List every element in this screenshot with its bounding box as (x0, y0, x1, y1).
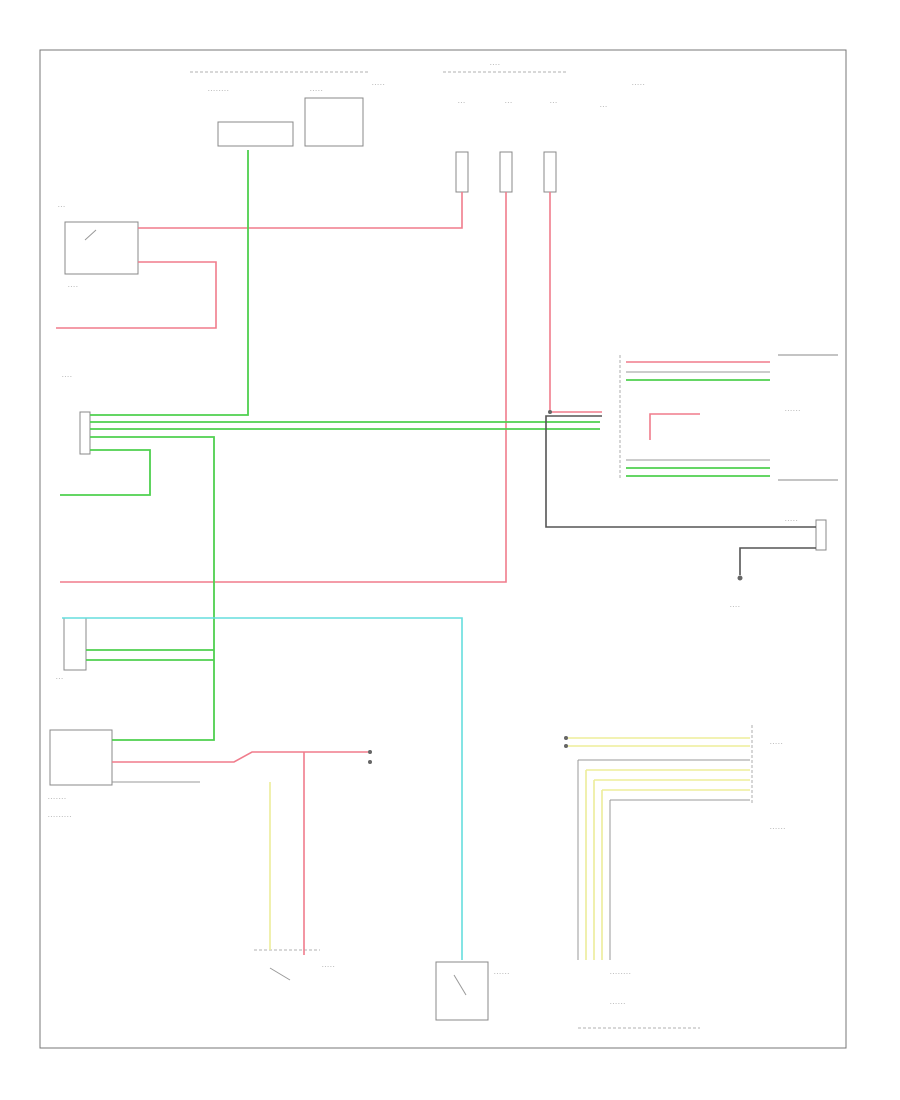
svg-text:- - - -: - - - - (68, 284, 78, 289)
yellow-wire-bundle-3 (593, 779, 750, 960)
green-wire-loop (60, 449, 151, 496)
svg-text:- - -: - - - (550, 100, 557, 105)
top-module-box (217, 121, 294, 147)
red-wire-right (549, 192, 602, 413)
right-lower-connector (815, 519, 827, 551)
yellow-wire-bundle-2 (585, 769, 750, 960)
junction-dot (548, 410, 552, 414)
lower-left-connector (63, 617, 87, 671)
fuse-connector-3 (543, 151, 557, 193)
junction-dot (368, 760, 372, 764)
svg-text:- - - - - -: - - - - - - (610, 1001, 626, 1006)
yellow-wire-bundle-4 (601, 789, 750, 960)
svg-text:- - - - -: - - - - - (785, 518, 798, 523)
red-wire-bottom (112, 751, 368, 763)
red-wire-left (56, 261, 217, 329)
green-wire-drop (90, 436, 215, 741)
diagram-frame (39, 49, 847, 1049)
junction-dot (368, 750, 372, 754)
svg-text:- - - - - - - -: - - - - - - - - (610, 971, 631, 976)
svg-text:- - - -: - - - - (62, 374, 72, 379)
svg-text:- - -: - - - (58, 204, 65, 209)
gray-wire-bundle-5 (609, 799, 750, 960)
junction-dot (737, 575, 743, 581)
black-wire-main (545, 415, 816, 528)
ignition-switch-contact (84, 229, 97, 241)
green-wire-top (90, 150, 249, 416)
bottom-switch-box (435, 961, 489, 1021)
red-wire-long (60, 192, 507, 583)
ignition-switch-box (64, 221, 139, 275)
svg-text:- - - - - -: - - - - - - (770, 826, 786, 831)
svg-text:- - -: - - - (56, 676, 63, 681)
black-wire-ground (739, 547, 816, 575)
top-relay-box (304, 97, 364, 147)
left-module-box (49, 729, 113, 786)
svg-text:- - -: - - - (458, 100, 465, 105)
svg-text:- - - - - - -: - - - - - - - (48, 796, 66, 801)
svg-text:- - - -: - - - - (730, 604, 740, 609)
svg-text:- - - - - - - -: - - - - - - - - (208, 88, 229, 93)
svg-text:- - - - -: - - - - - (632, 82, 645, 87)
left-connector-box (79, 411, 91, 455)
red-wire-top (138, 192, 463, 229)
svg-text:- - - -: - - - - (490, 62, 500, 67)
cyan-wire (62, 617, 463, 960)
junction-dot (564, 744, 568, 748)
svg-text:- - - - -: - - - - - (322, 964, 335, 969)
svg-text:- - - - -: - - - - - (310, 88, 323, 93)
svg-text:- - -: - - - (505, 100, 512, 105)
seat-switch-contact (269, 967, 291, 981)
svg-text:- - -: - - - (600, 104, 607, 109)
svg-text:- - - - - - - - -: - - - - - - - - - (48, 814, 72, 819)
red-wire-loop (649, 413, 700, 440)
junction-dot (564, 736, 568, 740)
fuse-connector-2 (499, 151, 513, 193)
svg-text:- - - - - -: - - - - - - (494, 971, 510, 976)
svg-text:- - - - -: - - - - - (372, 82, 385, 87)
bottom-switch-contact (453, 974, 467, 996)
svg-text:- - - - -: - - - - - (770, 741, 783, 746)
fuse-connector-1 (455, 151, 469, 193)
right-module-box-lines (778, 354, 838, 481)
gray-wire-bundle-1 (577, 759, 750, 960)
svg-text:- - - - - -: - - - - - - (785, 408, 801, 413)
